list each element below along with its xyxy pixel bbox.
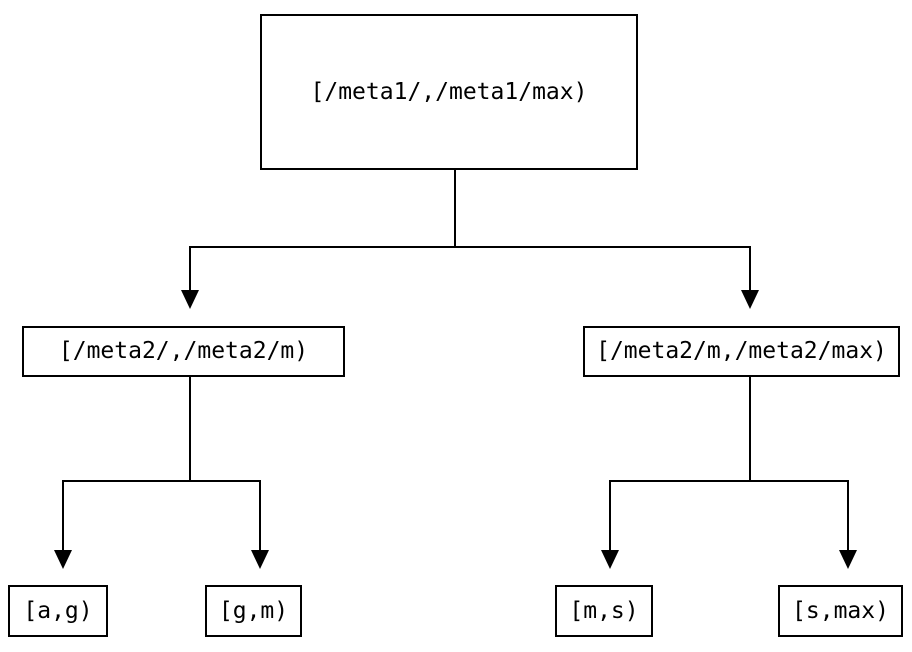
node-leaf-range-ag: [a,g) bbox=[8, 585, 108, 637]
arrowhead-leaf-smax-icon bbox=[839, 550, 857, 569]
arrowhead-leaf-ag-icon bbox=[54, 550, 72, 569]
node-leaf-range-smax: [s,max) bbox=[778, 585, 903, 637]
node-meta2-right-range: [/meta2/m,/meta2/max) bbox=[583, 326, 900, 377]
arrowhead-leaf-gm-icon bbox=[251, 550, 269, 569]
edge-root-to-children bbox=[181, 170, 759, 309]
node-meta2-left-range: [/meta2/,/meta2/m) bbox=[22, 326, 345, 377]
edge-leftchild-to-leaves bbox=[54, 377, 269, 569]
node-leaf-range-ms: [m,s) bbox=[555, 585, 653, 637]
node-root-meta1-range: [/meta1/,/meta1/max) bbox=[260, 14, 638, 170]
edge-rightchild-to-leaves bbox=[601, 377, 857, 569]
node-leaf-range-gm: [g,m) bbox=[205, 585, 302, 637]
arrowhead-leaf-ms-icon bbox=[601, 550, 619, 569]
arrowhead-right-child-icon bbox=[741, 290, 759, 309]
arrowhead-left-child-icon bbox=[181, 290, 199, 309]
